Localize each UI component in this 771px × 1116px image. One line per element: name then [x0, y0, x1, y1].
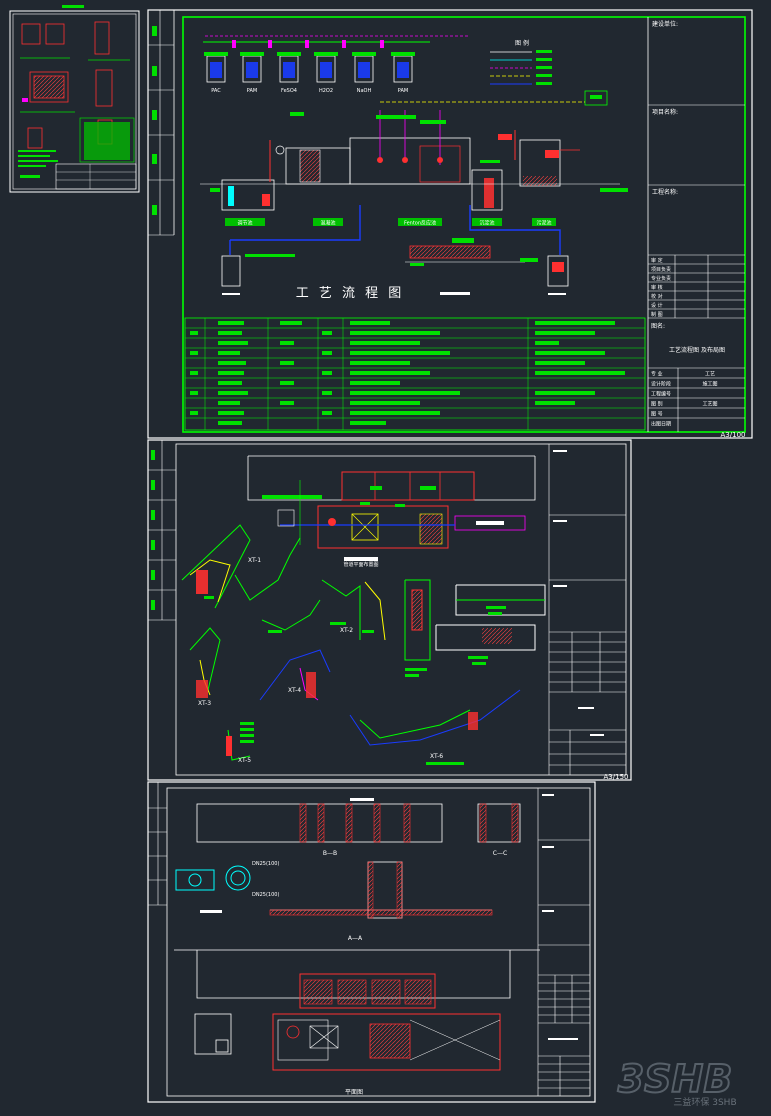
unit-label-5: 污泥池	[536, 220, 551, 227]
iso-labels: XT-1 XT-2 XT-3 XT-4 XT-5 XT-6	[198, 557, 443, 764]
unit-label-2: 混凝池	[320, 220, 335, 227]
tb-footer-value-1: 工艺	[705, 372, 715, 378]
unit-label-4: 沉淀池	[479, 220, 494, 227]
project-name-label: 项目名称:	[652, 108, 678, 116]
plan-label-sheet3: 平面图	[345, 1089, 363, 1096]
pipe-detail: DN25(100) DN25(100)	[175, 861, 279, 913]
tb-row-3: 专业负责	[651, 275, 671, 282]
legend-title: 图 例	[515, 39, 529, 47]
process-units	[200, 101, 628, 211]
tank-label-6: PAM	[398, 88, 408, 94]
watermark-logo-text: 3SHB	[618, 1058, 733, 1101]
tb-footer-4: 图 别	[651, 401, 663, 408]
title-block-sheet3	[537, 788, 590, 1096]
dosing-tanks: PAC PAM FeSO4 H2O2 NaOH PAM	[203, 35, 470, 94]
section-aa: A—A	[269, 861, 493, 942]
thumbnail-sheet	[9, 5, 140, 193]
watermark-logo: 3SHB 三益环保 3SHB	[585, 1056, 765, 1112]
tank-label-5: NaOH	[357, 88, 372, 94]
drawing-name-label: 图名:	[651, 322, 665, 330]
tank-label-1: PAC	[211, 88, 221, 94]
pipe-label-1: DN25(100)	[252, 861, 279, 867]
pipe-label-2: DN25(100)	[252, 892, 279, 898]
equipment-table	[184, 317, 646, 431]
tb-row-4: 审 核	[651, 284, 663, 291]
tb-footer-5: 图 号	[651, 412, 663, 418]
tb-row-2: 项目负责	[651, 266, 671, 273]
pipe-plan: 管道平面布置图	[247, 455, 536, 568]
sheet-process-flow: PAC PAM FeSO4 H2O2 NaOH PAM 图 例	[147, 9, 753, 439]
unit-label-3: Fenton反应池	[404, 220, 436, 227]
iso-label-3: XT-3	[198, 700, 211, 707]
tb-row-7: 制 图	[651, 311, 663, 318]
unit-label-1: 调节池	[237, 220, 252, 227]
structure-plan: 平面图	[174, 949, 540, 1096]
section-cc: C—C	[477, 803, 521, 857]
tank-label-4: H2O2	[319, 88, 333, 94]
watermark-caption: 三益环保 3SHB	[673, 1096, 736, 1108]
tb-row-5: 校 对	[651, 293, 663, 300]
iso-label-2: XT-2	[340, 627, 353, 634]
unit-labels: 调节池 混凝池 Fenton反应池 沉淀池 污泥池	[225, 218, 556, 227]
tb-footer-value-4: 工艺图	[702, 402, 717, 408]
tb-footer-2: 设计阶段	[651, 381, 671, 388]
section-label-bb: B—B	[323, 850, 337, 857]
tank-label-2: PAM	[247, 88, 257, 94]
tb-row-1: 审 定	[651, 257, 663, 264]
title-block-sheet2	[548, 444, 626, 775]
client-label: 建设单位:	[652, 20, 678, 28]
section-label-aa: A—A	[348, 935, 363, 942]
tb-footer-3: 工程编号	[651, 391, 671, 398]
plan-label-sheet2: 管道平面布置图	[343, 561, 378, 568]
drawing-name: 工艺流程图 及布局图	[669, 346, 725, 354]
tb-footer-value-2: 施工图	[702, 381, 717, 388]
sheet-pipe-layout: 管道平面布置图	[147, 439, 632, 781]
sludge-piping	[221, 205, 569, 295]
iso-label-1: XT-1	[248, 557, 261, 564]
iso-label-6: XT-6	[430, 753, 443, 760]
iso-annotations	[204, 596, 506, 765]
tb-row-6: 设 计	[651, 302, 663, 309]
main-title: 工 艺 流 程 图	[296, 286, 405, 301]
tank-label-3: FeSO4	[281, 88, 297, 94]
scale-stamp-1: A3/100	[721, 431, 746, 439]
sheet-structure: B—B C—C DN25(100) DN25(100) A—A	[147, 781, 596, 1103]
section-label-cc: C—C	[493, 850, 507, 857]
project-label: 工程名称:	[652, 188, 678, 196]
tb-footer-1: 专 业	[651, 371, 663, 378]
section-bb: B—B	[196, 798, 443, 857]
pipe-isometrics	[181, 524, 546, 761]
iso-label-5: XT-5	[238, 757, 251, 764]
tb-footer-6: 出图日期	[651, 421, 671, 428]
legend: 图 例	[490, 39, 608, 106]
iso-label-4: XT-4	[288, 687, 301, 694]
title-block-sheet1: 建设单位: 项目名称: 工程名称: 审 定 项目负责 专业负责 审 核 校 对 …	[647, 17, 746, 439]
scale-stamp-2: A3/150	[604, 773, 629, 781]
